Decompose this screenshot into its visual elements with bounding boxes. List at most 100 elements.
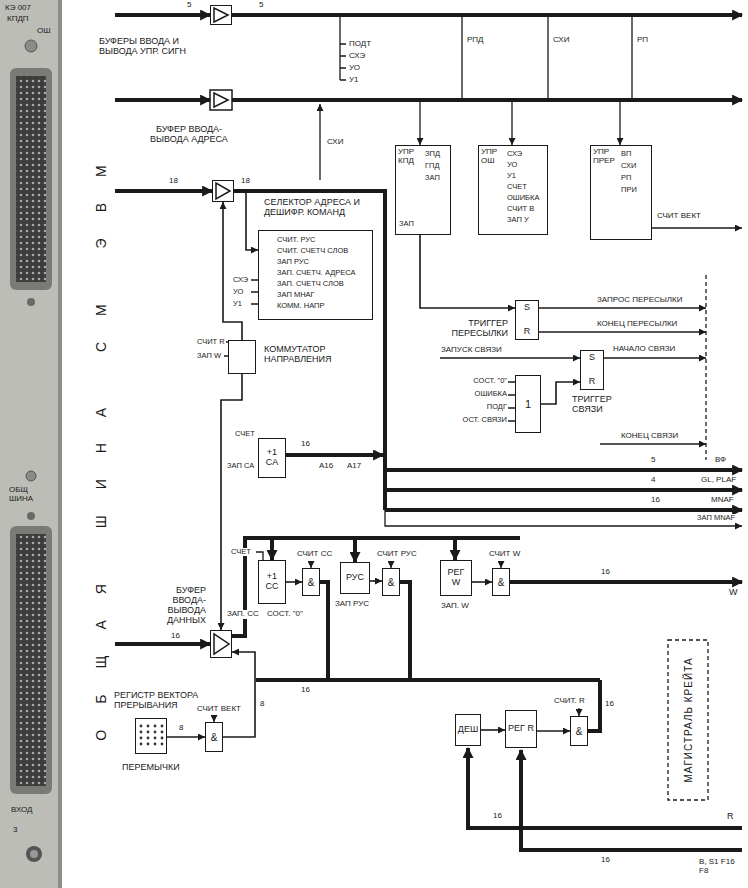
signal-name: КОНЕЦ СВЯЗИ: [620, 432, 679, 441]
signal-name: ЗАП: [424, 174, 441, 182]
jumper: [147, 725, 150, 728]
flip-flop: ТРИГГЕР СВЯЗИSR: [580, 350, 604, 390]
signal-wire: [539, 307, 706, 308]
jumper: [140, 725, 143, 728]
signal-name: СЧЕТ: [506, 183, 528, 191]
signal-name: СЧИТ R: [196, 338, 226, 346]
signal-connector: [420, 235, 515, 308]
signal-name: ВФ: [714, 456, 727, 465]
panel-screw: [27, 298, 35, 306]
signal-name: ЗАП. W: [440, 602, 470, 611]
signal-name: ЗАПУСК СВЯЗИ: [440, 346, 503, 355]
panel-edge: [58, 0, 62, 888]
block-label: +1 СА: [261, 448, 283, 468]
signal-wire: [385, 510, 742, 526]
jumper-grid: [140, 725, 164, 746]
signal-name: СЧИТ W: [488, 550, 521, 559]
jumper-register: РЕГИСТР ВЕКТОРА ПРЕРЫВАНИЯПЕРЕМЫЧКИ: [135, 718, 167, 754]
signal-connector: [370, 580, 382, 582]
signal-name: ЗПД: [424, 150, 441, 158]
bit-width: 8: [259, 700, 265, 709]
jumper: [161, 725, 164, 728]
signal-name: B, S1 F16 F8: [698, 858, 744, 876]
block-label: &: [576, 726, 583, 737]
panel-marking: КЭ 007: [4, 4, 32, 13]
bit-width: 16: [492, 812, 503, 821]
signal-connector: [167, 736, 205, 738]
register-box: РЕГ R: [505, 710, 537, 748]
jumper: [140, 731, 143, 734]
signal-name: СЧИТ СС: [296, 550, 333, 559]
signal-name: СХЭ: [232, 276, 249, 284]
signal-name: СЧИТ. R: [553, 697, 586, 706]
signal-wire: [462, 17, 632, 98]
signal-name: СЧЕТ: [234, 430, 256, 438]
bus-line: [521, 750, 742, 850]
panel-screw: [25, 40, 37, 52]
signal-name: R: [726, 812, 735, 822]
and-gate: &: [302, 568, 320, 596]
signal-wire: [256, 552, 263, 560]
block-label: R: [524, 327, 531, 337]
signal-wire: [578, 708, 579, 716]
buffer-triangle: [214, 8, 228, 22]
connector-body: [16, 534, 46, 786]
jumper: [161, 737, 164, 740]
block-label: 1: [525, 398, 531, 410]
bit-width: 18: [240, 177, 251, 186]
signal-name: A17: [346, 462, 362, 471]
signal-wire: [251, 280, 258, 304]
counter-box: +1 СА: [258, 438, 286, 478]
signal-name: ЗАП МНАГ: [276, 291, 316, 299]
signal-name: ПОДГ: [456, 403, 508, 411]
bus-line: [400, 582, 410, 680]
bus-line: [115, 642, 210, 646]
buffer-box: [210, 90, 232, 110]
signal-name: У1: [232, 300, 243, 308]
block-label: &: [388, 577, 395, 588]
block-heading: БУФЕРЫ ВВОДА И ВЫВОДА УПР. СИГН: [98, 37, 218, 57]
jumper: [161, 731, 164, 734]
block-label: ОШ: [481, 157, 495, 166]
register-box: РУС: [340, 562, 370, 594]
bus-line: [234, 191, 385, 510]
buffer-box: БУФЕР ВВОДА-ВЫВОДА ДАННЫХ: [210, 630, 232, 658]
panel-knob: [30, 850, 38, 858]
jumper: [154, 731, 157, 734]
jumper: [147, 743, 150, 746]
block-label: S: [589, 353, 595, 363]
signal-name: ЗАП У: [506, 216, 530, 224]
bus-line: [385, 508, 742, 512]
signal-name: ВП: [620, 150, 632, 158]
signal-name: СЧЕТ: [230, 548, 252, 556]
bit-width: 16: [650, 496, 661, 505]
block-heading: КОММУТАТОР НАПРАВЛЕНИЯ: [263, 345, 363, 365]
signal-wire: [390, 561, 391, 568]
signal-name: ЗАП MNAF: [696, 514, 736, 522]
signal-name: ЗАП РУС: [334, 600, 370, 609]
block-label: УПР: [593, 148, 609, 157]
front-panel: [0, 0, 62, 888]
jumper: [154, 737, 157, 740]
bus-line: [510, 580, 742, 584]
bus-line: [468, 748, 742, 828]
signal-name: W: [728, 588, 739, 598]
signal-wire: [539, 331, 706, 332]
bus-line: [115, 13, 210, 17]
bus-line: [270, 538, 274, 560]
dashed-bracket: [705, 275, 706, 460]
signal-wire: [440, 357, 580, 358]
bit-width: 5: [258, 1, 264, 10]
block-heading: БУФЕР ВВОДА-ВЫВОДА АДРЕСА: [149, 125, 229, 145]
bus-line: [256, 678, 600, 682]
signal-name: УО: [232, 288, 244, 296]
bus-line: [385, 468, 742, 472]
bus-line: [453, 538, 457, 560]
signal-wire: [652, 227, 742, 228]
connector-pins: [16, 534, 46, 786]
bit-width: 16: [300, 440, 311, 449]
signal-name: РП: [620, 174, 632, 182]
signal-name: НАЧАЛО СВЯЗИ: [612, 345, 676, 354]
signal-name: СЧИТ ВЕКТ: [196, 705, 242, 714]
signal-name: СХЭ: [348, 52, 366, 61]
